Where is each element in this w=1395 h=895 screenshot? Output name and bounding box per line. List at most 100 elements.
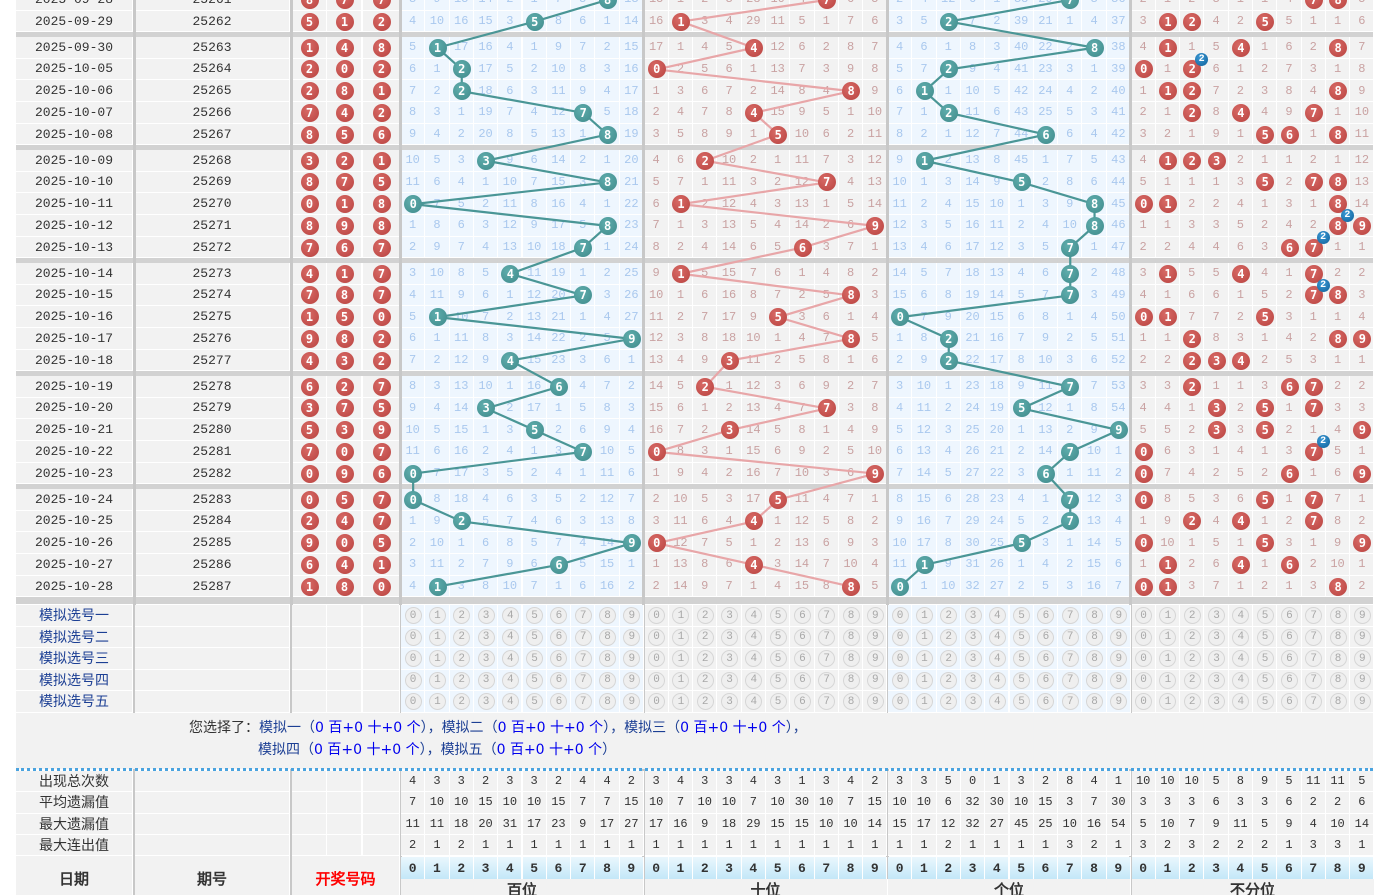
simulate-bai-digit-button[interactable]: 8: [599, 607, 616, 625]
simulate-bufen-digit-button[interactable]: 8: [1329, 628, 1347, 646]
simulate-bai-digit-button[interactable]: 2: [453, 607, 471, 625]
selection-item-name[interactable]: 模拟二: [441, 720, 484, 736]
simulate-ge-digit-button[interactable]: 4: [988, 650, 1006, 668]
simulate-ge-digit-button[interactable]: 2: [940, 607, 958, 625]
simulate-bufen-digit-button[interactable]: 9: [1353, 628, 1371, 646]
simulate-shi-digit-button[interactable]: 8: [842, 650, 860, 668]
simulate-bufen-digit-button[interactable]: 1: [1159, 650, 1177, 668]
simulate-bai-digit-button[interactable]: 2: [453, 693, 471, 711]
simulate-bai-digit-button[interactable]: 9: [623, 607, 641, 625]
simulate-bai-digit-button[interactable]: 9: [623, 650, 641, 668]
simulate-ge-digit-button[interactable]: 1: [915, 650, 933, 668]
simulate-bai-digit-button[interactable]: 8: [599, 650, 616, 668]
simulate-bai-digit-button[interactable]: 0: [404, 628, 422, 646]
simulate-bai-digit-button[interactable]: 6: [550, 628, 568, 646]
simulate-bai-digit-button[interactable]: 8: [599, 628, 616, 646]
simulate-ge-digit-button[interactable]: 6: [1037, 607, 1055, 625]
simulate-shi-digit-button[interactable]: 6: [793, 650, 811, 668]
simulate-bufen-digit-button[interactable]: 8: [1329, 693, 1347, 711]
simulate-shi-digit-button[interactable]: 9: [866, 650, 884, 668]
simulate-shi-digit-button[interactable]: 4: [745, 650, 763, 668]
simulate-shi-digit-button[interactable]: 6: [793, 693, 811, 711]
simulate-shi-digit-button[interactable]: 3: [721, 607, 738, 625]
simulate-shi-digit-button[interactable]: 6: [793, 607, 811, 625]
simulate-bufen-digit-button[interactable]: 6: [1280, 607, 1298, 625]
simulate-row-label[interactable]: 模拟选号四: [16, 669, 133, 691]
simulate-ge-digit-button[interactable]: 1: [915, 671, 933, 689]
simulate-bai-digit-button[interactable]: 7: [574, 628, 592, 646]
simulate-ge-digit-button[interactable]: 9: [1110, 628, 1128, 646]
simulate-bufen-digit-button[interactable]: 4: [1232, 650, 1250, 668]
simulate-shi-digit-button[interactable]: 5: [769, 607, 787, 625]
simulate-ge-digit-button[interactable]: 6: [1037, 650, 1055, 668]
simulate-bai-digit-button[interactable]: 4: [501, 671, 519, 689]
simulate-bai-digit-button[interactable]: 9: [623, 628, 641, 646]
simulate-bufen-digit-button[interactable]: 5: [1256, 628, 1274, 646]
simulate-bai-digit-button[interactable]: 1: [428, 607, 446, 625]
simulate-bai-digit-button[interactable]: 0: [404, 671, 422, 689]
simulate-shi-digit-button[interactable]: 8: [842, 693, 860, 711]
simulate-shi-digit-button[interactable]: 9: [866, 628, 884, 646]
simulate-ge-digit-button[interactable]: 9: [1110, 650, 1128, 668]
simulate-bufen-digit-button[interactable]: 0: [1135, 607, 1153, 625]
simulate-ge-digit-button[interactable]: 9: [1110, 693, 1128, 711]
simulate-ge-digit-button[interactable]: 7: [1061, 628, 1079, 646]
simulate-ge-digit-button[interactable]: 6: [1037, 628, 1055, 646]
simulate-bufen-digit-button[interactable]: 7: [1305, 693, 1323, 711]
simulate-ge-digit-button[interactable]: 7: [1061, 671, 1079, 689]
simulate-bufen-digit-button[interactable]: 9: [1353, 650, 1371, 668]
simulate-ge-digit-button[interactable]: 3: [964, 607, 982, 625]
simulate-bufen-digit-button[interactable]: 2: [1183, 607, 1201, 625]
simulate-ge-digit-button[interactable]: 5: [1013, 628, 1031, 646]
simulate-ge-digit-button[interactable]: 0: [891, 671, 909, 689]
simulate-ge-digit-button[interactable]: 9: [1110, 671, 1128, 689]
simulate-bufen-digit-button[interactable]: 9: [1353, 693, 1371, 711]
simulate-bai-digit-button[interactable]: 3: [477, 671, 495, 689]
simulate-bai-digit-button[interactable]: 3: [477, 693, 495, 711]
simulate-bufen-digit-button[interactable]: 6: [1280, 671, 1298, 689]
simulate-bai-digit-button[interactable]: 7: [574, 607, 592, 625]
simulate-bufen-digit-button[interactable]: 4: [1232, 628, 1250, 646]
simulate-bai-digit-button[interactable]: 7: [574, 650, 592, 668]
simulate-shi-digit-button[interactable]: 0: [648, 607, 666, 625]
simulate-bufen-digit-button[interactable]: 6: [1280, 650, 1298, 668]
simulate-shi-digit-button[interactable]: 2: [696, 607, 714, 625]
simulate-bai-digit-button[interactable]: 5: [526, 693, 544, 711]
simulate-bai-digit-button[interactable]: 3: [477, 607, 495, 625]
simulate-bai-digit-button[interactable]: 2: [453, 628, 471, 646]
simulate-bufen-digit-button[interactable]: 0: [1135, 650, 1153, 668]
simulate-ge-digit-button[interactable]: 4: [988, 607, 1006, 625]
simulate-ge-digit-button[interactable]: 8: [1086, 693, 1103, 711]
simulate-row-label[interactable]: 模拟选号五: [16, 691, 133, 713]
simulate-ge-digit-button[interactable]: 6: [1037, 671, 1055, 689]
simulate-bai-digit-button[interactable]: 5: [526, 607, 544, 625]
simulate-ge-digit-button[interactable]: 0: [891, 650, 909, 668]
simulate-shi-digit-button[interactable]: 9: [866, 693, 884, 711]
simulate-ge-digit-button[interactable]: 2: [940, 650, 958, 668]
simulate-ge-digit-button[interactable]: 1: [915, 693, 933, 711]
simulate-shi-digit-button[interactable]: 7: [818, 607, 836, 625]
simulate-bai-digit-button[interactable]: 1: [428, 671, 446, 689]
simulate-shi-digit-button[interactable]: 2: [696, 671, 714, 689]
simulate-bai-digit-button[interactable]: 3: [477, 628, 495, 646]
simulate-bai-digit-button[interactable]: 1: [428, 628, 446, 646]
simulate-bai-digit-button[interactable]: 0: [404, 650, 422, 668]
simulate-ge-digit-button[interactable]: 7: [1061, 650, 1079, 668]
simulate-bai-digit-button[interactable]: 4: [501, 628, 519, 646]
simulate-ge-digit-button[interactable]: 8: [1086, 628, 1103, 646]
simulate-ge-digit-button[interactable]: 7: [1061, 607, 1079, 625]
simulate-bai-digit-button[interactable]: 6: [550, 650, 568, 668]
selection-item-name[interactable]: 模拟三: [624, 720, 667, 736]
simulate-shi-digit-button[interactable]: 6: [793, 671, 811, 689]
simulate-bai-digit-button[interactable]: 2: [453, 671, 471, 689]
selection-item-name[interactable]: 模拟四: [258, 742, 300, 758]
simulate-bufen-digit-button[interactable]: 0: [1135, 671, 1153, 689]
simulate-bufen-digit-button[interactable]: 4: [1232, 607, 1250, 625]
simulate-shi-digit-button[interactable]: 4: [745, 671, 763, 689]
simulate-bufen-digit-button[interactable]: 5: [1256, 607, 1274, 625]
simulate-bai-digit-button[interactable]: 6: [550, 671, 568, 689]
simulate-bufen-digit-button[interactable]: 3: [1208, 628, 1225, 646]
simulate-shi-digit-button[interactable]: 5: [769, 650, 787, 668]
simulate-ge-digit-button[interactable]: 2: [940, 671, 958, 689]
simulate-bai-digit-button[interactable]: 5: [526, 671, 544, 689]
